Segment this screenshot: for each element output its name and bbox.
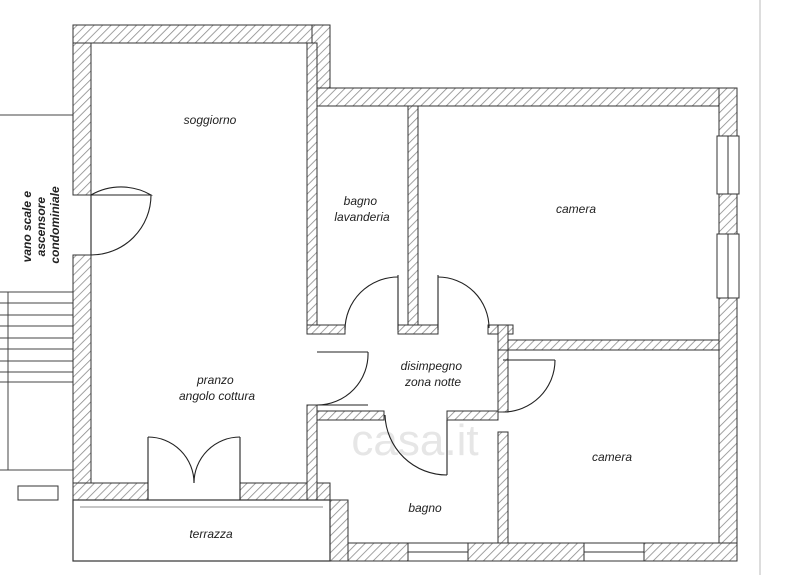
wall-camera2-west-lower bbox=[497, 431, 509, 544]
terrazza-outline bbox=[72, 499, 331, 562]
door-bagno-arc bbox=[384, 414, 448, 476]
wall-camera2-west-upper bbox=[497, 349, 509, 413]
door-terrazza-arc-left bbox=[147, 436, 195, 484]
stair-lines bbox=[0, 114, 75, 471]
label-bagno: bagno bbox=[408, 501, 442, 515]
wall-bagnolav-east bbox=[407, 105, 419, 329]
wall-bagno-north-a bbox=[316, 410, 385, 421]
wall-top-left bbox=[72, 24, 331, 44]
exterior-box bbox=[17, 485, 59, 501]
door-camera-top-arc bbox=[437, 276, 490, 329]
door-entrance-arc bbox=[90, 186, 154, 196]
label-bagno-lavanderia: bagno lavanderia bbox=[334, 194, 390, 224]
door-camera-bottom-arc bbox=[502, 359, 556, 413]
wall-soggiorno-east-lower bbox=[306, 404, 318, 501]
label-terrazza: terrazza bbox=[189, 527, 233, 541]
wall-top-right bbox=[311, 87, 738, 107]
door-bagnolav-arc bbox=[344, 276, 399, 331]
wall-bottom-right bbox=[329, 542, 738, 562]
wall-left-upper bbox=[72, 24, 92, 196]
label-disimpegno: disimpegno zona notte bbox=[401, 359, 466, 389]
walls bbox=[72, 24, 738, 562]
wall-bagno-left bbox=[329, 499, 349, 562]
wall-camera-south-b bbox=[497, 339, 720, 351]
wall-bagnolav-south-b bbox=[397, 324, 439, 335]
windows bbox=[407, 135, 740, 562]
label-pranzo: pranzo angolo cottura bbox=[179, 373, 255, 403]
svg-text:vano scale e ascensore: vano scale e ascensore condominiale bbox=[20, 186, 62, 264]
wall-bottom-left bbox=[72, 482, 149, 501]
label-camera-bottom: camera bbox=[592, 450, 632, 464]
watermark: casa.it bbox=[351, 416, 478, 465]
door-disimpegno-arc bbox=[316, 351, 369, 406]
wall-bagno-north-b bbox=[446, 410, 499, 421]
door-terrazza-arc-right bbox=[193, 436, 241, 484]
wall-left-lower bbox=[72, 254, 92, 484]
label-vano-scale: vano scale e ascensore condominiale bbox=[20, 186, 62, 264]
label-camera-top: camera bbox=[556, 202, 596, 216]
label-soggiorno: soggiorno bbox=[184, 113, 237, 127]
wall-camera-south-step bbox=[497, 324, 509, 351]
doors bbox=[90, 186, 556, 500]
wall-soggiorno-east-upper bbox=[306, 42, 318, 334]
wall-bagnolav-south-a bbox=[306, 324, 346, 335]
